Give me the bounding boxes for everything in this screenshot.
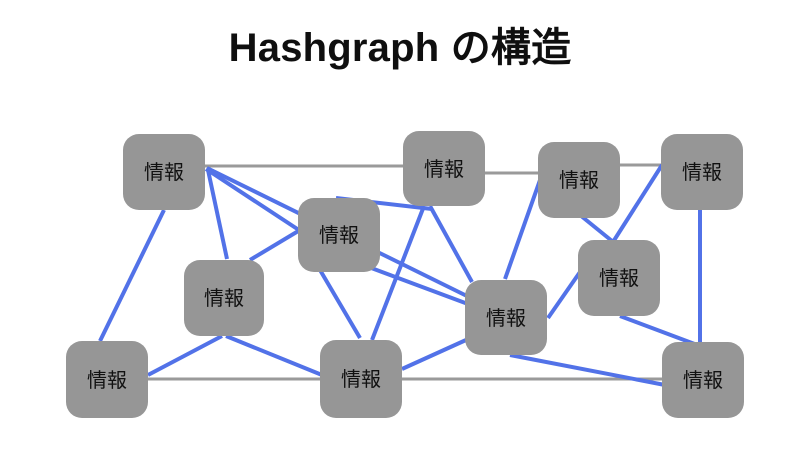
graph-node-label: 情報 (559, 168, 599, 192)
graph-node-n6[interactable]: 情報 (578, 240, 660, 316)
graph-node-label: 情報 (341, 367, 381, 391)
graph-node-n7[interactable]: 情報 (184, 260, 264, 336)
graph-edge (98, 209, 166, 342)
graph-node-label: 情報 (319, 223, 359, 247)
graph-node-n10[interactable]: 情報 (320, 340, 402, 418)
graph-edge (206, 169, 229, 260)
graph-edge (147, 334, 223, 377)
graph-edge (318, 268, 362, 340)
graph-node-label: 情報 (683, 368, 723, 392)
graph-edge (204, 167, 310, 238)
graph-edge (401, 338, 467, 371)
graph-node-label: 情報 (87, 367, 127, 392)
graph-node-n3[interactable]: 情報 (538, 142, 620, 218)
graph-node-n4[interactable]: 情報 (661, 134, 743, 210)
graph-edge (248, 225, 307, 262)
graph-node-n2[interactable]: 情報 (403, 131, 485, 206)
graph-edge (509, 353, 666, 387)
graph-node-n9[interactable]: 情報 (66, 341, 148, 418)
graph-edge (370, 205, 426, 341)
graph-edge (546, 270, 582, 320)
graph-node-label: 情報 (144, 160, 184, 184)
graph-edge (619, 314, 701, 348)
graph-edge (365, 264, 477, 309)
graph-edge (428, 205, 474, 283)
graph-node-label: 情報 (204, 286, 244, 310)
graph-node-n8[interactable]: 情報 (465, 280, 547, 355)
edge-layer (98, 163, 702, 387)
graph-edge (503, 179, 542, 280)
graph-node-n1[interactable]: 情報 (123, 134, 205, 210)
graph-node-label: 情報 (599, 266, 639, 290)
graph-node-n5[interactable]: 情報 (298, 198, 380, 272)
page-title: Hashgraph の構造 (228, 26, 572, 70)
graph-edge (225, 334, 323, 377)
graph-edge (611, 163, 664, 244)
graph-node-n11[interactable]: 情報 (662, 342, 744, 418)
graph-node-label: 情報 (486, 305, 526, 330)
graph-node-label: 情報 (682, 160, 722, 184)
graph-node-label: 情報 (424, 156, 464, 181)
